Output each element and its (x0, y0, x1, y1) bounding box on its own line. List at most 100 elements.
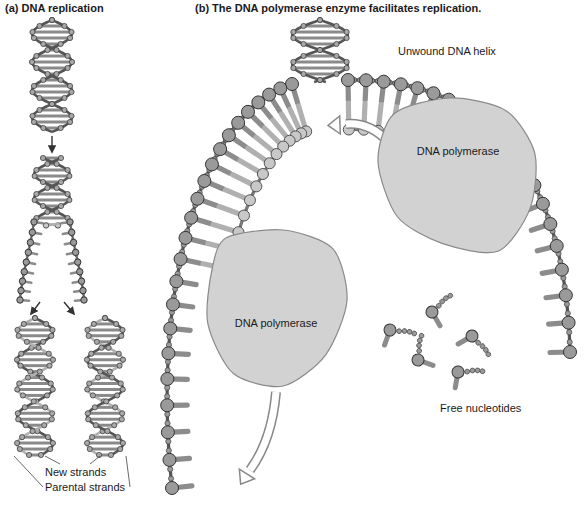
step-arrow (31, 302, 40, 314)
nucleotide-bead (42, 423, 47, 428)
nucleotide-bead (98, 369, 103, 374)
part-label: New strands (45, 466, 106, 479)
nucleotide-bead (108, 452, 113, 457)
nucleotide-bead (54, 47, 59, 52)
phosphate-bead (165, 412, 170, 417)
sugar-ball (29, 229, 35, 235)
part-label: Parental strands (45, 481, 125, 494)
nucleotide-bead (34, 65, 39, 70)
dna-strand (342, 74, 577, 359)
nucleotide-bead (116, 351, 121, 356)
base-pair (17, 388, 53, 391)
base-pair (36, 217, 67, 220)
enzyme-label: DNA polymerase (417, 145, 500, 158)
sugar-phosphate-backbone (87, 318, 123, 455)
nucleotide-bead (120, 387, 125, 392)
nucleotide-bead (91, 321, 96, 326)
sugar-ball (23, 259, 29, 265)
nucleotide-bead (65, 53, 70, 58)
nucleotide-bead (46, 351, 51, 356)
nucleotide-bead (41, 77, 46, 82)
nucleotide-bead (69, 59, 74, 64)
base-pair (33, 91, 72, 94)
sugar-ball (166, 298, 179, 311)
nucleotide-bead (317, 17, 322, 22)
phosphate-bead (480, 368, 486, 374)
nucleotide-bead (118, 381, 123, 386)
phosphate-bead (567, 330, 572, 335)
nucleotide-bead (17, 446, 22, 451)
sugar-ball (161, 399, 174, 412)
nucleotide-bead (94, 339, 99, 344)
dna-strand (43, 219, 87, 303)
nucleotide-bead (41, 339, 46, 344)
nucleotide-bead (95, 375, 100, 380)
nucleotide-bead (62, 107, 67, 112)
nucleotide-bead (334, 23, 339, 28)
sugar-ball (424, 304, 440, 320)
nucleotide-bead (49, 101, 54, 106)
sugar-ball (342, 74, 355, 87)
phosphate-bead (401, 328, 407, 334)
nucleotide-bead (119, 417, 124, 422)
phosphate-bead (165, 394, 170, 399)
sugar-ball (174, 253, 187, 266)
nucleotide-bead (41, 41, 46, 46)
part-label: Unwound DNA helix (398, 45, 496, 58)
nucleotide-bead (34, 191, 39, 196)
nucleotide-bead (34, 167, 39, 172)
base-pair (17, 328, 52, 331)
free-nucleotide (409, 333, 442, 371)
sugar-ball (360, 74, 373, 87)
phosphate-bead (485, 351, 492, 358)
nucleotide-bead (45, 185, 50, 190)
nucleotide-bead (99, 345, 104, 350)
dna-helix (32, 155, 72, 222)
new-sugar-ball (238, 210, 249, 221)
sugar-ball (161, 426, 174, 439)
nucleotide-bead (291, 59, 296, 64)
sugar-ball (394, 78, 407, 91)
sugar-phosphate-backbone (32, 20, 72, 132)
base-pair (36, 55, 67, 58)
base-pair (90, 364, 119, 367)
sugar-ball (25, 249, 31, 255)
sugar-ball (559, 289, 572, 302)
nucleotide-bead (301, 71, 306, 76)
nucleotide-bead (30, 429, 35, 434)
nucleotide-bead (120, 357, 125, 362)
nucleotide-bead (317, 17, 322, 22)
nucleotide-bead (30, 113, 35, 118)
phosphate-bead (166, 448, 171, 453)
nucleotide-bead (344, 65, 349, 70)
base-pair (20, 364, 49, 367)
nucleotide-bead (32, 173, 37, 178)
phosphate-bead (168, 476, 173, 481)
phosphate-bead (411, 330, 417, 336)
nucleotide-bead (105, 429, 110, 434)
enzyme-blob (378, 98, 538, 256)
sugar-phosphate-backbone (34, 158, 70, 222)
sugar-ball (427, 87, 440, 100)
sugar-ball (185, 211, 198, 224)
nucleotide-bead (301, 41, 306, 46)
nucleotide-bead (85, 327, 90, 332)
step-arrow (51, 136, 52, 152)
nucleotide-bead (48, 381, 53, 386)
sugar-ball (19, 278, 25, 284)
free-nucleotide (379, 321, 417, 354)
nucleotide-bead (291, 35, 296, 40)
nucleotide-bead (25, 375, 30, 380)
nucleotide-bead (118, 446, 123, 451)
nucleotide-bead (69, 29, 74, 34)
nucleotide-bead (84, 357, 89, 362)
nucleotide-bead (102, 315, 107, 320)
nucleotide-bead (67, 35, 72, 40)
base-pair (87, 388, 123, 391)
sugar-ball (410, 352, 425, 367)
nucleotide-bead (109, 375, 114, 380)
sugar-ball (80, 287, 86, 293)
base-pair (33, 115, 72, 118)
sugar-ball (198, 174, 211, 187)
sugar-phosphate-backbone (292, 20, 348, 82)
